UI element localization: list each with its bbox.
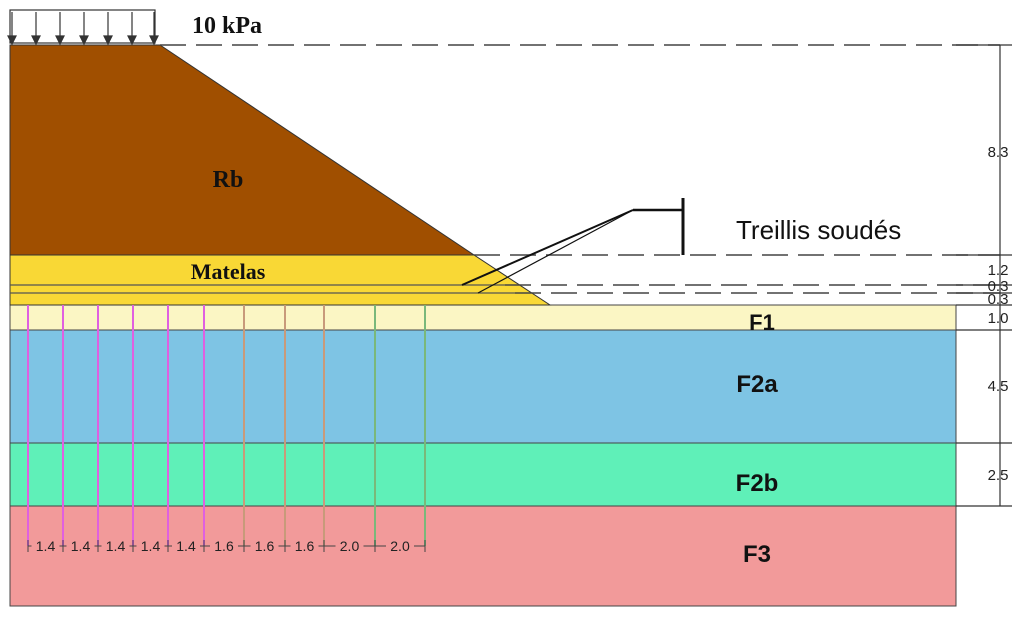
label-matelas: Matelas: [191, 259, 266, 284]
thickness-rb: 8.3: [988, 144, 1009, 161]
geogrid-label: Treillis soudés: [736, 215, 901, 245]
pile-spacing-label: 1.6: [295, 538, 315, 554]
load-arrow: [127, 12, 137, 46]
thickness-dimensions: 8.3 1.2 0.3 0.3 1.0 4.5 2.5: [956, 44, 1012, 507]
layer-rb: [9, 44, 476, 256]
pile-spacing-label: 1.6: [214, 538, 234, 554]
layer-f2a: [9, 329, 957, 444]
layer-f2b: [9, 442, 957, 507]
pile-spacing-label: 1.4: [71, 538, 91, 554]
load-arrow: [31, 12, 41, 46]
thickness-f2b: 2.5: [988, 467, 1009, 484]
pile-spacing-dimensions: 1.4 1.4 1.4 1.4 1.4 1.6 1.6 1.6 2.0 2.0: [27, 538, 426, 554]
label-f2b: F2b: [736, 470, 779, 497]
pile-spacing-label: 1.6: [255, 538, 275, 554]
layer-f1: [9, 304, 957, 331]
load-arrow: [103, 12, 113, 46]
pile-spacing-label: 1.4: [36, 538, 56, 554]
thickness-f2a: 4.5: [988, 378, 1009, 395]
thickness-grid-1: 0.3: [988, 278, 1009, 295]
thickness-f1: 1.0: [988, 310, 1009, 327]
load-arrow: [55, 12, 65, 46]
thickness-matelas: 1.2: [988, 262, 1009, 279]
pile-spacing-label: 2.0: [390, 538, 410, 554]
layer-f3: [9, 505, 957, 607]
load-arrow: [7, 12, 17, 46]
thickness-grid-2: 0.3: [988, 291, 1009, 308]
pile-spacing-label: 1.4: [141, 538, 161, 554]
pile-spacing-label: 1.4: [106, 538, 126, 554]
pile-columns: [27, 305, 426, 546]
load-label: 10 kPa: [192, 13, 262, 39]
pile-spacing-label: 2.0: [340, 538, 360, 554]
label-f2a: F2a: [736, 371, 778, 398]
label-rb: Rb: [213, 167, 244, 193]
geogrid-callout: [461, 198, 685, 294]
pile-spacing-label: 1.4: [176, 538, 196, 554]
layer-matelas: [9, 254, 552, 306]
surcharge-load: [7, 9, 159, 46]
load-arrow: [79, 12, 89, 46]
level-lines: [160, 44, 1000, 294]
load-arrow: [149, 12, 159, 46]
label-f1: F1: [749, 310, 775, 335]
label-f3: F3: [743, 541, 771, 568]
